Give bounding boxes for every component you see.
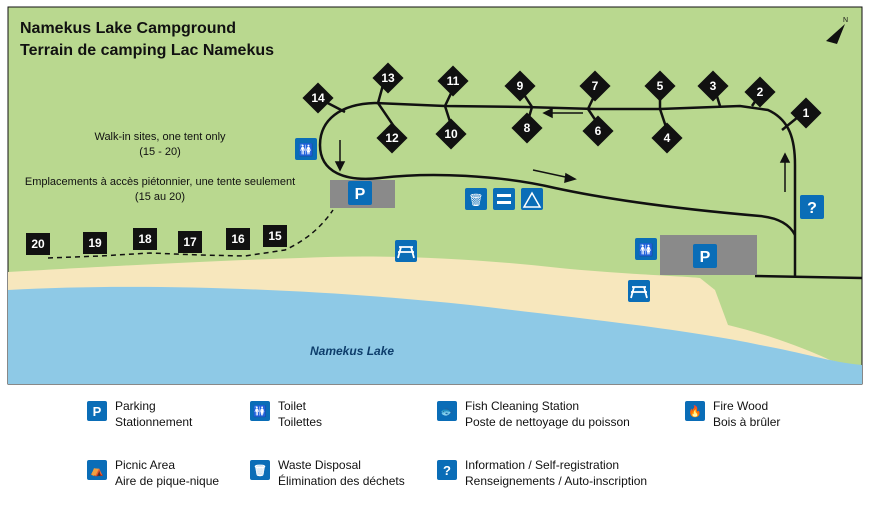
campsite-14: 14 [302, 82, 334, 114]
svg-text:11: 11 [447, 74, 460, 88]
svg-text:19: 19 [88, 236, 102, 250]
parking-sign-east: P [693, 244, 717, 268]
svg-text:?: ? [807, 200, 817, 217]
campsite-10: 10 [435, 118, 467, 150]
upper-loop-road [374, 101, 797, 240]
parking-sign-west: P [348, 181, 372, 205]
svg-text:13: 13 [381, 71, 395, 85]
svg-text:20: 20 [31, 237, 45, 251]
waste-disposal-icon: 🗑 [250, 460, 270, 480]
svg-text:7: 7 [592, 79, 599, 93]
info-sign: ? [800, 195, 824, 219]
firewood-icon [521, 188, 543, 210]
campsite-19: 19 [83, 232, 107, 254]
picnic-area-icon [628, 280, 650, 302]
svg-text:N: N [843, 17, 848, 24]
svg-text:P: P [355, 186, 366, 203]
campsite-17: 17 [178, 231, 202, 253]
walkin-note-en: Walk-in sites, one tent only (15 - 20) [94, 131, 226, 158]
campsite-16: 16 [226, 228, 250, 250]
svg-text:3: 3 [710, 79, 717, 93]
walkin-note-fr: Emplacements à accès piétonnier, une ten… [24, 176, 296, 203]
toilet-icon: 🚻 [295, 138, 317, 160]
loop-west-curve [318, 101, 797, 236]
svg-text:15: 15 [268, 229, 282, 243]
svg-text:12: 12 [385, 131, 399, 145]
lake [8, 286, 862, 384]
svg-text:14: 14 [311, 91, 325, 105]
direction-arrows [334, 107, 791, 192]
parking-icon: P [87, 401, 107, 421]
waste-disposal-icon: 🗑 [465, 188, 487, 210]
picnic-area-icon [395, 240, 417, 262]
svg-text:17: 17 [183, 235, 197, 249]
svg-text:10: 10 [444, 127, 458, 141]
walkin-trail [47, 209, 334, 259]
campsite-11: 11 [437, 65, 469, 97]
svg-text:4: 4 [664, 131, 671, 145]
campsite-13: 13 [372, 62, 404, 94]
map-title-fr: Terrain de camping Lac Namekus [20, 42, 275, 59]
svg-text:🗑: 🗑 [468, 193, 483, 207]
lake-label: Namekus Lake [310, 344, 394, 358]
svg-text:2: 2 [757, 85, 764, 99]
fish-cleaning-icon: 🐟 [437, 401, 457, 421]
svg-text:16: 16 [231, 232, 245, 246]
svg-text:1: 1 [803, 106, 810, 120]
campsite-15: 15 [263, 225, 287, 247]
svg-text:8: 8 [524, 121, 531, 135]
picnic-table-icon: ⛺ [87, 460, 107, 480]
svg-text:5: 5 [657, 79, 664, 93]
campsite-18: 18 [133, 228, 157, 250]
fish-cleaning-icon [493, 188, 515, 210]
toilet-icon: 🚻 [250, 401, 270, 421]
map-title-en: Namekus Lake Campground [20, 20, 237, 37]
campsite-20: 20 [26, 233, 50, 255]
svg-text:🚻: 🚻 [299, 143, 314, 157]
campground-map: Namekus Lake N P P [7, 6, 863, 385]
north-arrow-icon: N [826, 17, 848, 44]
svg-text:🚻: 🚻 [639, 243, 654, 257]
main-road [754, 274, 863, 280]
svg-text:18: 18 [138, 232, 152, 246]
info-icon: ? [437, 460, 457, 480]
campsite-12: 12 [376, 122, 408, 154]
svg-text:6: 6 [595, 124, 602, 138]
svg-text:P: P [700, 249, 711, 266]
svg-text:9: 9 [517, 79, 524, 93]
firewood-icon: 🔥 [685, 401, 705, 421]
toilet-icon: 🚻 [635, 238, 657, 260]
